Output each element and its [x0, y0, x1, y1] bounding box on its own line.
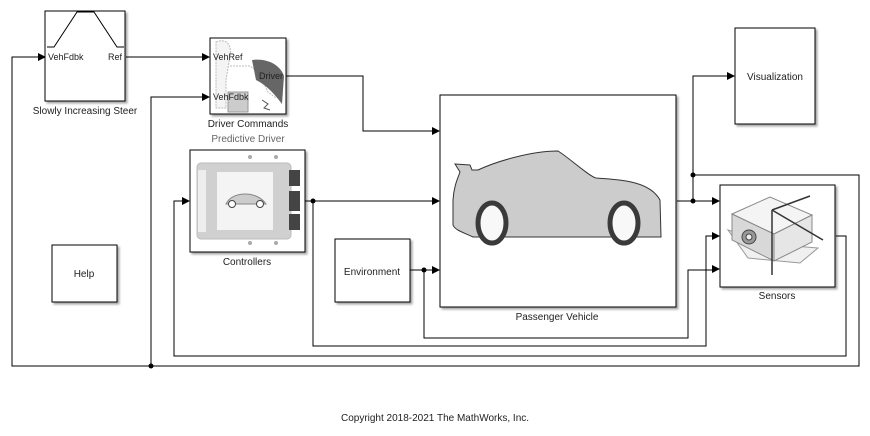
block-driver-commands[interactable]: VehRef VehFdbk Driver Driver Commands Pr…: [208, 37, 289, 145]
port-label-vehfdbk: VehFdbk: [213, 92, 249, 102]
imu-sensor-icon: [726, 195, 824, 275]
junction-dot: [690, 172, 696, 178]
block-subtitle: Predictive Driver: [211, 134, 285, 145]
block-label: Passenger Vehicle: [516, 312, 599, 323]
junction-dot: [148, 363, 154, 369]
block-label: Slowly Increasing Steer: [33, 106, 138, 117]
port-label-vehref: VehRef: [213, 52, 243, 62]
junction-dot: [310, 198, 316, 204]
line-vehicle-to-visualization[interactable]: [692, 72, 735, 201]
block-sensors[interactable]: Sensors: [719, 184, 836, 302]
line-environment-to-sensors[interactable]: [423, 265, 720, 339]
block-slowly-increasing-steer[interactable]: VehFdbk Ref Slowly Increasing Steer: [33, 10, 138, 117]
block-label: Controllers: [223, 257, 271, 268]
block-label: Visualization: [747, 72, 803, 83]
block-label: Driver Commands: [208, 119, 289, 130]
block-label: Environment: [344, 267, 400, 278]
trapezoid-signal-icon: [47, 11, 124, 48]
port-label-ref: Ref: [108, 52, 123, 62]
car-icon: [452, 150, 662, 246]
block-label: Sensors: [759, 291, 796, 302]
help-label: Help: [74, 269, 95, 280]
port-label-vehfdbk: VehFdbk: [48, 52, 84, 62]
block-help[interactable]: Help: [51, 244, 118, 303]
ecu-icon: [196, 155, 300, 245]
junction-dot: [421, 267, 427, 273]
line-controllers-to-sensors[interactable]: [312, 201, 720, 347]
driver-seat-icon: [215, 40, 284, 113]
junction-dot: [690, 198, 696, 204]
line-sensors-to-controllers[interactable]: [173, 197, 847, 357]
line-feedback-to-driver[interactable]: [150, 93, 210, 366]
line-driver-to-vehicle[interactable]: [286, 75, 440, 135]
signal-lines: [11, 53, 860, 369]
port-label-driver: Driver: [259, 71, 283, 81]
block-controllers[interactable]: Controllers: [189, 149, 306, 268]
line-feedback-to-steer[interactable]: [11, 53, 860, 367]
block-environment[interactable]: Environment: [334, 238, 411, 303]
block-passenger-vehicle[interactable]: Passenger Vehicle: [439, 94, 677, 323]
block-visualization[interactable]: Visualization: [734, 27, 816, 125]
copyright-text: Copyright 2018-2021 The MathWorks, Inc.: [341, 413, 529, 424]
